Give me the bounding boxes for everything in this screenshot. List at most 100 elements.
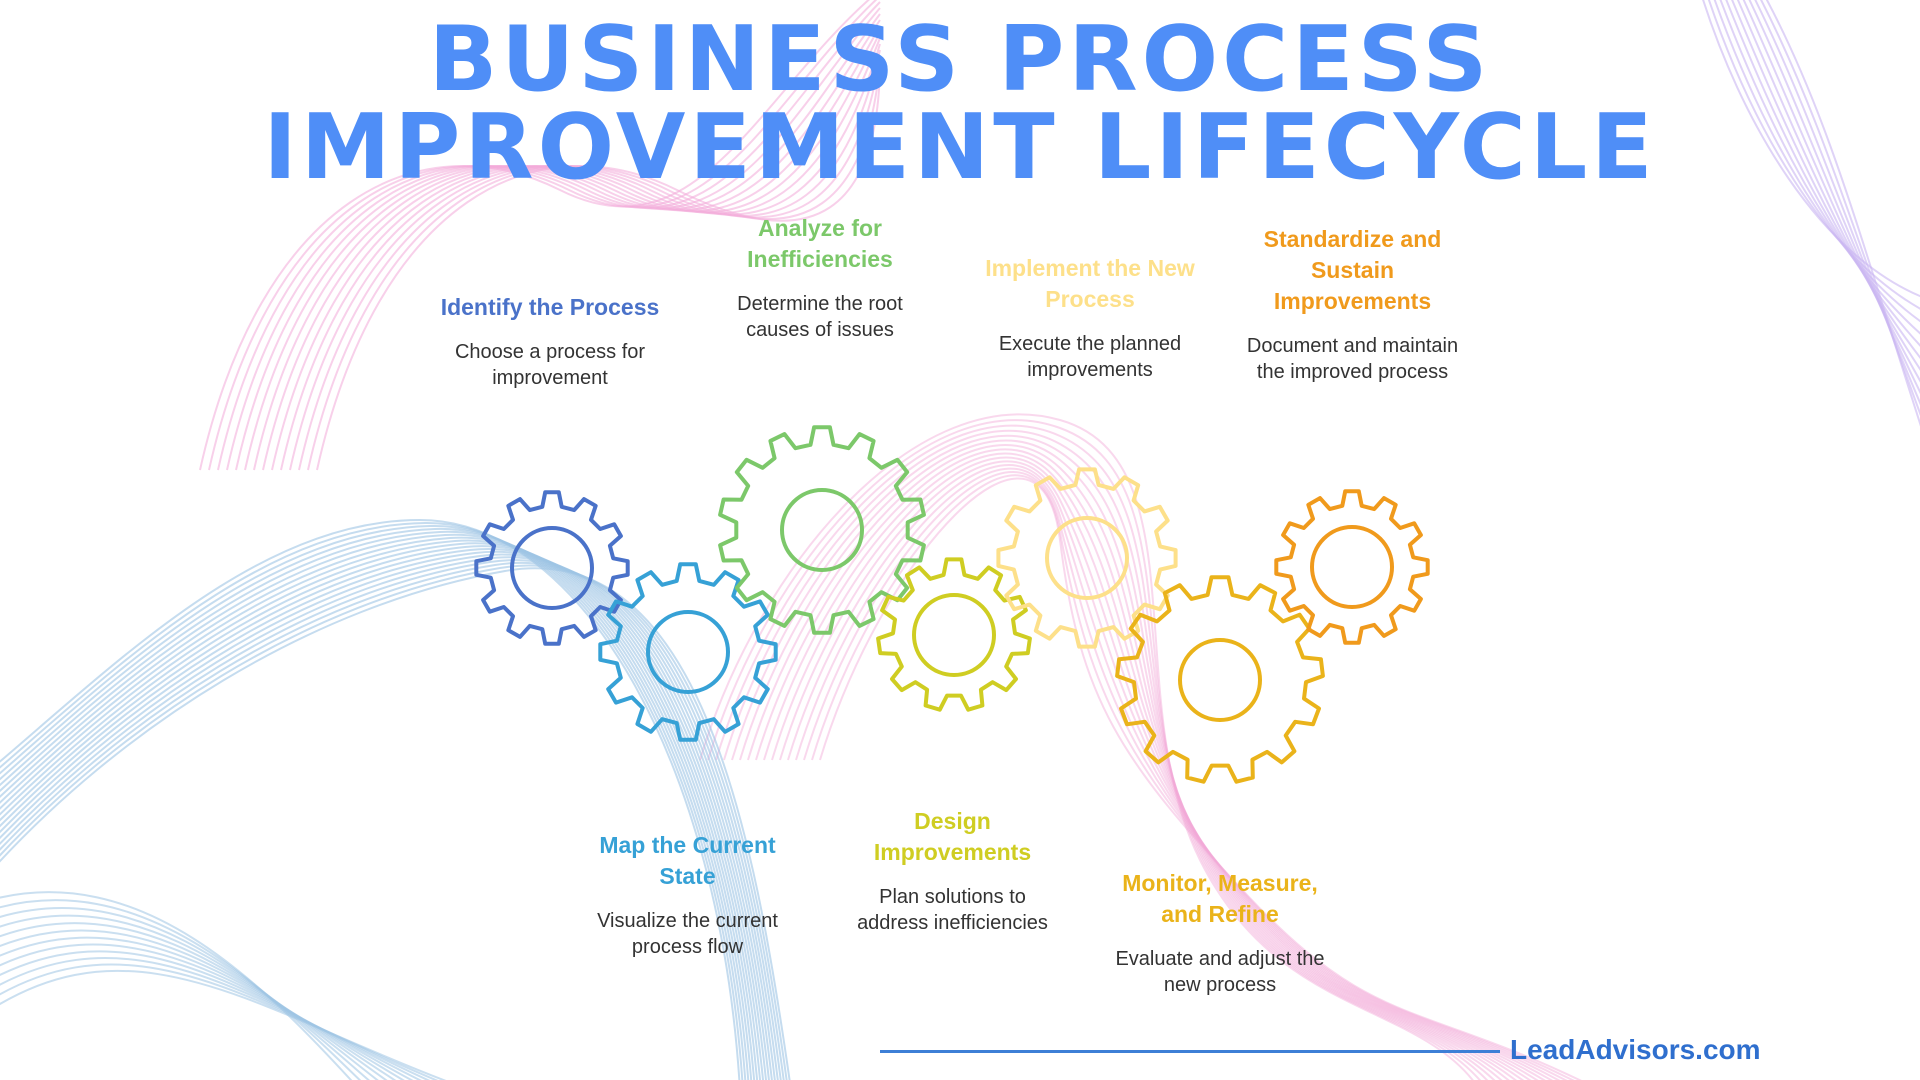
step-monitor: Monitor, Measure, and Refine Evaluate an… [1115, 868, 1325, 998]
wave-line [271, 37, 881, 471]
wave-line [0, 969, 447, 1080]
wave-line [298, 55, 881, 471]
wave-line [0, 922, 388, 1080]
wave-line [795, 467, 1561, 1080]
wave-line [208, 0, 878, 471]
wave-line [771, 456, 1539, 1080]
wave-line [1759, 0, 1920, 417]
wave-line [1719, 0, 1920, 335]
wave-line [0, 550, 773, 1080]
step-title: Analyze for Inefficiencies [747, 215, 893, 272]
wave-line [0, 518, 741, 1080]
wave-line [0, 536, 759, 1080]
footer-divider [880, 1050, 1500, 1053]
wave-line [0, 542, 764, 1080]
step-title: Identify the Process [440, 294, 660, 320]
wave-line [280, 43, 881, 471]
gear-hub [1310, 525, 1394, 609]
gear-icon-implement [996, 467, 1178, 649]
wave-line [0, 914, 379, 1080]
wave-line [0, 556, 779, 1080]
wave-line [244, 19, 881, 471]
step-analyze: Analyze for Inefficiencies Determine the… [720, 213, 920, 343]
wave-line [1702, 0, 1920, 297]
wave-line [723, 430, 1496, 1080]
step-identify: Identify the Process Choose a process fo… [430, 292, 670, 391]
gear-icon-standardize [1274, 489, 1430, 645]
gear-icon-monitor [1115, 575, 1325, 784]
wave-line [0, 567, 791, 1080]
step-standardize: Standardize and Sustain Improvements Doc… [1245, 224, 1460, 385]
step-map: Map the Current State Visualize the curr… [570, 830, 805, 960]
wave-line [699, 413, 1474, 1080]
wave-line [707, 419, 1481, 1080]
gear-hub [912, 593, 996, 677]
step-description: Determine the root causes of issues [737, 293, 903, 341]
wave-line [0, 524, 747, 1080]
wave-line [1713, 0, 1920, 323]
wave-line [1742, 0, 1920, 383]
gear-outline [718, 425, 926, 635]
step-title: Implement the New Process [985, 255, 1195, 312]
wave-line [235, 13, 881, 471]
step-implement: Implement the New Process Execute the pl… [980, 253, 1200, 383]
step-title: Design Improvements [873, 808, 1032, 865]
step-description: Plan solutions to address inefficiencies [857, 886, 1048, 934]
gear-hub [1178, 638, 1262, 722]
wave-line [763, 452, 1532, 1080]
wave-line [779, 460, 1546, 1080]
gear-hub [646, 610, 730, 694]
wave-line [0, 891, 353, 1080]
wave-line [0, 527, 750, 1080]
gear-outline [996, 467, 1178, 649]
step-description: Execute the planned improvements [998, 333, 1182, 381]
gear-icon-identify [474, 490, 630, 646]
wave-line [0, 521, 744, 1080]
wave-line [262, 31, 881, 471]
gear-outline [1274, 489, 1430, 645]
page-title-line-2: IMPROVEMENT LIFECYCLE [263, 95, 1657, 200]
wave-line [0, 936, 405, 1080]
wave-line [0, 943, 414, 1080]
wave-line [307, 61, 881, 471]
wave-line [0, 533, 756, 1080]
wave-line [0, 530, 753, 1080]
wave-line [0, 547, 770, 1080]
wave-line [787, 464, 1553, 1080]
wave-line [0, 539, 762, 1080]
wave-line [1754, 0, 1920, 406]
wave-line [0, 545, 767, 1080]
wave-line [739, 439, 1510, 1080]
wave-line [755, 448, 1525, 1080]
wave-line [199, 0, 871, 471]
wave-line [217, 1, 881, 471]
wave-line [747, 444, 1517, 1080]
gear-icon-analyze [718, 425, 926, 635]
wave-line [289, 49, 881, 471]
gear-hub [510, 526, 594, 610]
wave-line [803, 471, 1568, 1080]
wave-line [731, 434, 1503, 1080]
step-description: Choose a process for improvement [454, 341, 646, 389]
wave-line [1736, 0, 1920, 371]
wave-line [0, 559, 782, 1080]
step-design: Design Improvements Plan solutions to ad… [850, 806, 1055, 936]
gear-outline [474, 490, 630, 646]
wave-line [0, 963, 439, 1080]
step-title: Monitor, Measure, and Refine [1122, 870, 1318, 927]
wave-line [1707, 0, 1920, 310]
wave-line [226, 7, 881, 471]
wave-line [0, 950, 422, 1080]
step-description: Visualize the current process flow [597, 910, 778, 958]
wave-line [1731, 0, 1920, 359]
wave-line [811, 474, 1575, 1080]
page-title-line-1: BUSINESS PROCESS [428, 7, 1492, 112]
wave-line [253, 25, 881, 471]
wave-line [1748, 0, 1920, 395]
wave-line [0, 561, 785, 1080]
wave-line [1725, 0, 1920, 347]
wave-line [819, 477, 1582, 1080]
gear-hub [780, 488, 864, 572]
